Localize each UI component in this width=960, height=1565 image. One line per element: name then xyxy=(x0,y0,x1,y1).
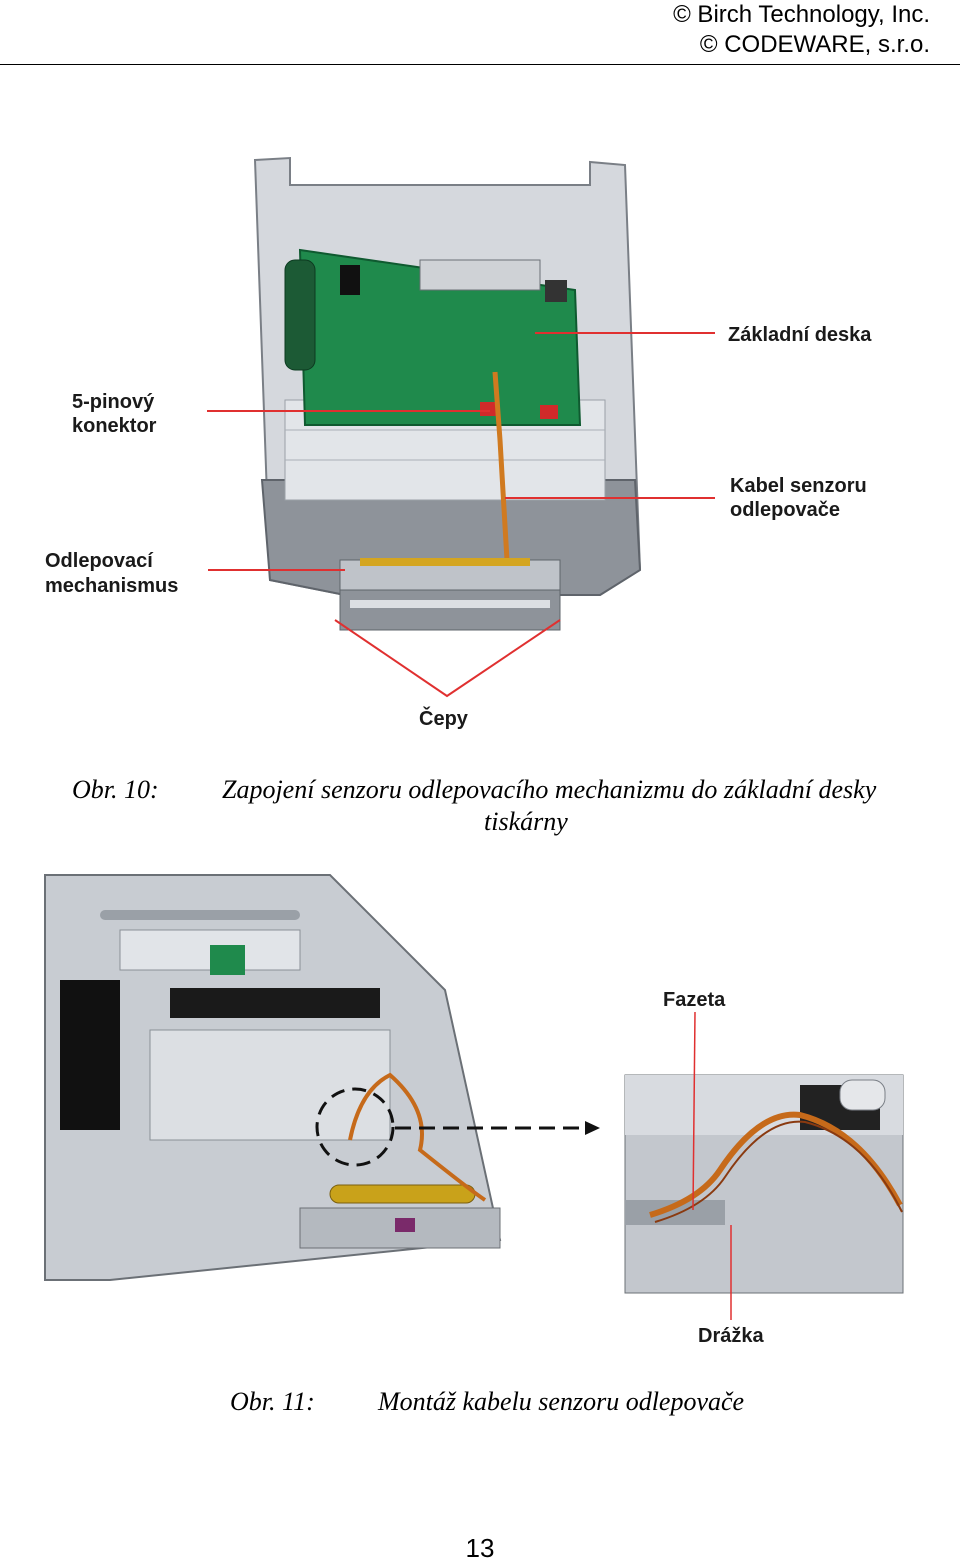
label-cepy: Čepy xyxy=(419,706,469,730)
figure-10-caption-number: Obr. 10: xyxy=(72,775,159,804)
figure-10-illustration: Základní deska 5-pinový konektor Kabel s… xyxy=(45,156,872,730)
main-board-pcb xyxy=(284,248,582,426)
label-5pin-line1: 5-pinový xyxy=(72,391,155,413)
printer-interior-view xyxy=(44,874,502,1281)
page-number: 13 xyxy=(465,1533,495,1563)
header-rule xyxy=(0,64,960,65)
label-fazeta: Fazeta xyxy=(663,989,726,1011)
figure-11-caption-text: Montáž kabelu senzoru odlepovače xyxy=(378,1387,745,1416)
label-drazka: Drážka xyxy=(698,1325,764,1347)
page-header: © Birch Technology, Inc. © CODEWARE, s.r… xyxy=(673,0,930,60)
peeler-mechanism xyxy=(339,558,561,631)
label-kabel-line2: odlepovače xyxy=(730,499,840,521)
copyright-codeware: © CODEWARE, s.r.o. xyxy=(699,31,930,58)
detail-view xyxy=(624,1074,904,1294)
figure-10-caption-line1: Zapojení senzoru odlepovacího mechanizmu… xyxy=(222,775,877,804)
label-odlep-line1: Odlepovací xyxy=(45,550,154,572)
detail-highlight-circle xyxy=(315,1087,395,1167)
label-odlep-line2: mechanismus xyxy=(45,575,178,597)
label-zakladni-deska: Základní deska xyxy=(728,324,872,346)
detail-arrow-head xyxy=(585,1121,600,1135)
copyright-birch: © Birch Technology, Inc. xyxy=(673,1,930,28)
figure-10-caption-line2: tiskárny xyxy=(484,807,568,836)
label-kabel-line1: Kabel senzoru xyxy=(730,475,867,497)
label-5pin-line2: konektor xyxy=(72,415,157,437)
figure-11-caption-number: Obr. 11: xyxy=(230,1387,315,1416)
figure-11-illustration: Fazeta Drážka xyxy=(44,874,904,1347)
sensor-cable xyxy=(492,371,510,561)
callout-lines xyxy=(207,332,715,698)
detail-callout-lines xyxy=(692,1011,732,1320)
